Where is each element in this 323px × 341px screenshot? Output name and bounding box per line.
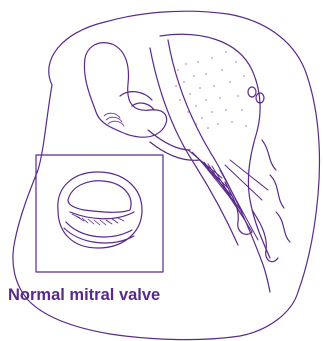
figure-caption: Normal mitral valve [8,285,308,305]
vessel-ring-1 [248,87,256,97]
left-atrium-outline [84,43,166,138]
myocardium-stipple [171,51,246,128]
ventricle-wall [160,34,270,258]
trabeculae [262,140,290,242]
chordae-tendineae [188,150,268,240]
mitral-valve-posterior-ridge [64,222,134,243]
aortic-root [120,92,154,110]
atrium-hatching [104,113,124,126]
mitral-valve-anterior-leaflet [68,181,131,213]
